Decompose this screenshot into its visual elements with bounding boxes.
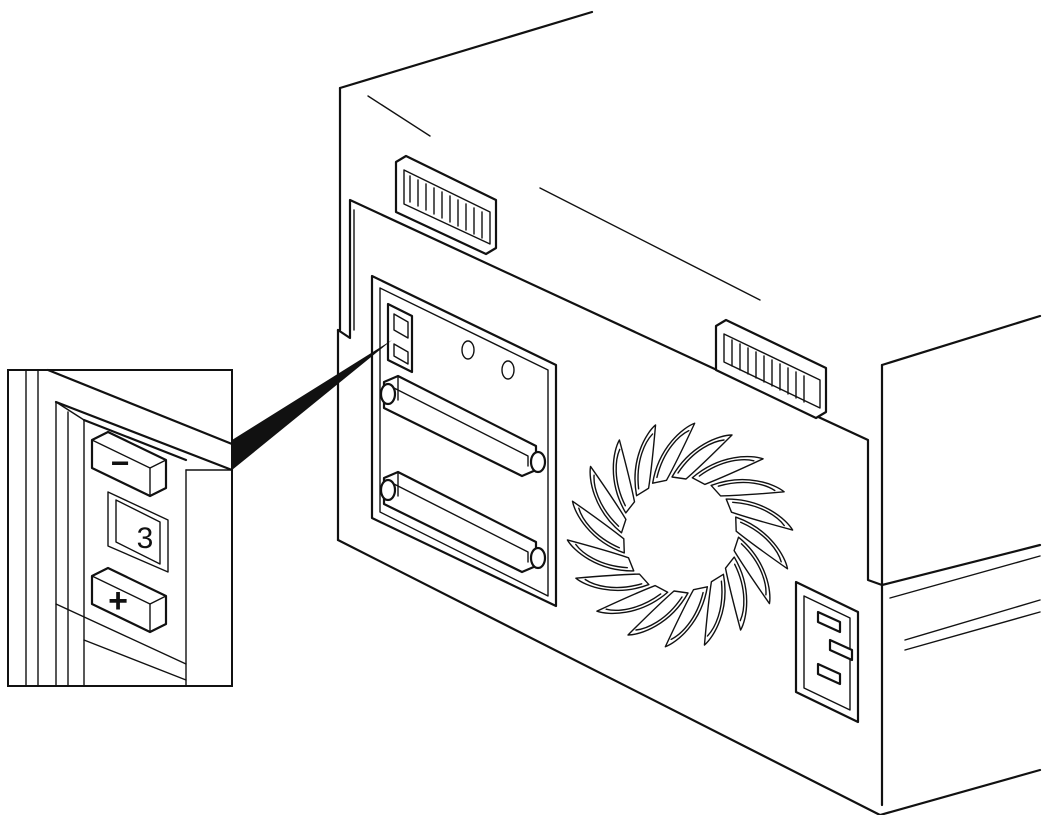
led-indicator-1	[461, 340, 475, 360]
led-indicator-2	[501, 360, 515, 380]
switch-plus-button[interactable]: +	[90, 566, 168, 634]
scsi-connector-top[interactable]	[379, 374, 547, 478]
scsi-connector-bottom[interactable]	[379, 470, 547, 574]
switch-minus-label: −	[111, 445, 130, 481]
top-vent-right	[714, 318, 828, 420]
cooling-fan-grille	[566, 422, 794, 648]
connector-panel	[370, 274, 558, 608]
switch-callout-box	[7, 368, 234, 687]
power-inlet[interactable]	[794, 580, 860, 724]
switch-minus-button[interactable]: −	[90, 430, 168, 498]
top-vent-left	[394, 154, 498, 256]
switch-value-digit: 3	[137, 522, 154, 555]
switch-plus-label: +	[108, 582, 128, 620]
drive-enclosure	[336, 10, 1042, 815]
scsi-id-switch[interactable]	[386, 302, 414, 374]
switch-value-window: 3	[107, 491, 169, 573]
callout-pointer	[232, 340, 392, 470]
